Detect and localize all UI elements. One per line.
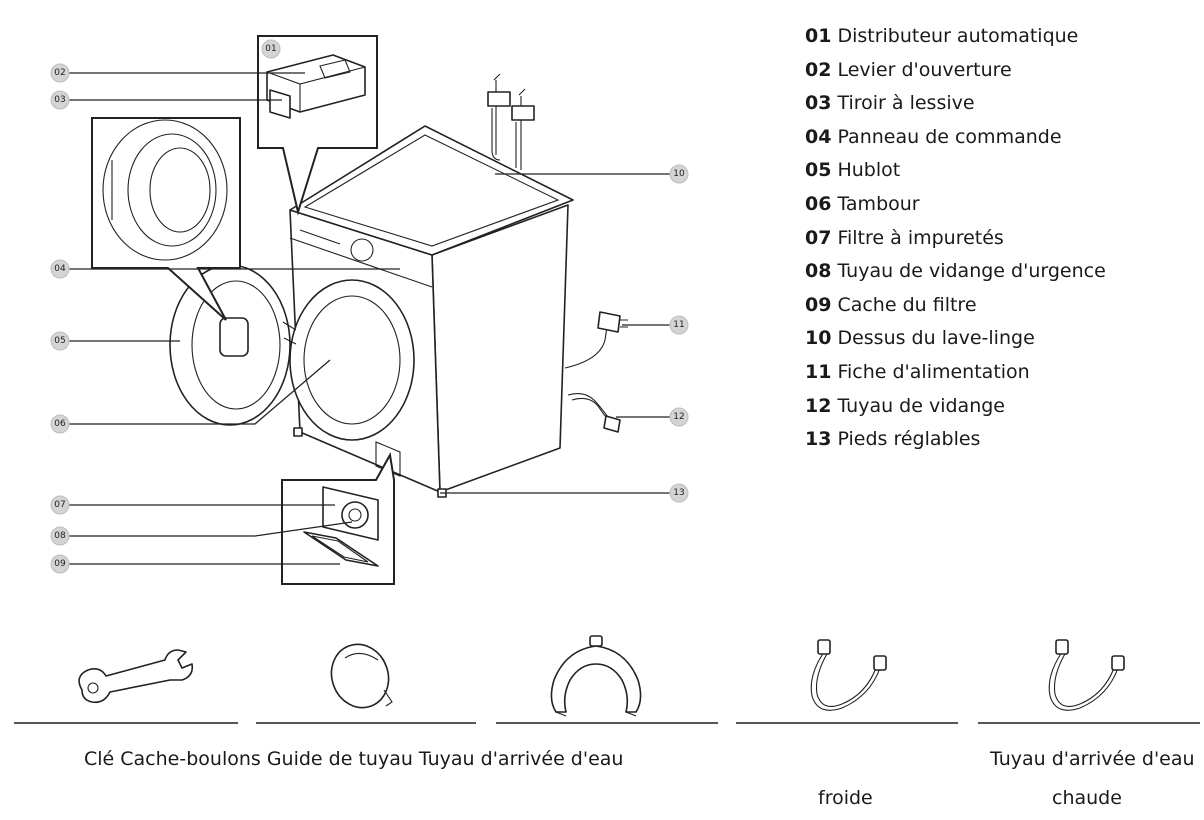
accessory-divider [736,722,958,724]
legend-label: Filtre à impuretés [837,226,1004,249]
callout-09: 09 [50,554,70,574]
legend-num: 10 [805,327,832,350]
legend-label: Tuyau de vidange [837,394,1005,417]
callout-01-text: 01 [265,44,276,54]
legend-label: Panneau de commande [837,125,1062,148]
legend-num: 02 [805,58,832,81]
callout-07-text: 07 [54,500,65,510]
callout-05-text: 05 [54,336,65,346]
legend-num: 07 [805,226,832,249]
callout-06: 06 [50,414,70,434]
open-door [169,264,297,426]
callout-08: 08 [50,526,70,546]
callout-04: 04 [50,259,70,279]
bolt-cap-drawing [330,643,393,709]
zoom-box-filter [281,452,395,585]
legend-label: Dessus du lave-linge [837,327,1035,350]
callout-01: 01 [261,39,281,59]
wrench-drawing [78,649,194,704]
legend-num: 11 [805,360,832,383]
accessory-caption-hot-1: Tuyau d'arrivée d'eau [990,748,1195,770]
callout-12: 12 [669,407,689,427]
legend-label: Distributeur automatique [837,25,1079,47]
accessory-caption-line: Clé Cache-boulons Guide de tuyau Tuyau d… [84,748,624,770]
accessory-divider [978,722,1200,724]
callout-04-text: 04 [54,264,66,274]
power-plug [564,311,628,369]
legend-label: Cache du filtre [837,293,977,316]
callout-03-text: 03 [54,95,65,105]
legend-num: 08 [805,260,832,283]
legend-num: 04 [805,125,832,148]
callout-10: 10 [669,164,689,184]
accessory-divider [14,722,238,724]
legend-label: Pieds réglables [837,428,981,451]
callout-13: 13 [669,483,689,503]
legend-num: 09 [805,293,832,316]
cold-inlet-hose-drawing [810,639,887,711]
callout-10-text: 10 [673,169,685,179]
hot-inlet-hose-drawing [1048,639,1125,711]
accessory-divider [496,722,718,724]
zoom-box-dispenser [257,35,378,216]
accessory-divider [256,722,476,724]
legend-num: 06 [805,192,832,215]
legend-num: 13 [805,428,832,451]
zoom-box-door [91,117,241,321]
water-taps [487,73,535,170]
legend-label: Tuyau de vidange d'urgence [837,260,1106,283]
legend-num: 05 [805,159,832,182]
callout-03: 03 [50,90,70,110]
callout-12-text: 12 [673,412,684,422]
callout-02-text: 02 [54,68,65,78]
legend-label: Tambour [837,192,920,215]
drain-hose [567,393,621,433]
callout-05: 05 [50,331,70,351]
legend-num: 01 [805,25,832,47]
leader-lines [62,72,677,565]
accessory-caption-cold: froide [818,787,873,809]
callout-08-text: 08 [54,531,66,541]
callout-11-text: 11 [673,320,684,330]
accessory-caption-hot-2: chaude [1052,787,1122,809]
legend-label: Hublot [837,159,901,182]
legend-label: Tiroir à lessive [837,92,975,115]
legend-num: 03 [805,92,832,115]
callout-06-text: 06 [54,419,66,429]
hose-guide-drawing [550,635,642,717]
callout-11: 11 [669,315,689,335]
washer-body [289,125,574,498]
callout-07: 07 [50,495,70,515]
legend-label: Fiche d'alimentation [837,360,1030,383]
callout-09-text: 09 [54,559,66,569]
legend-num: 12 [805,394,832,417]
callout-13-text: 13 [673,488,684,498]
callout-02: 02 [50,63,70,83]
legend-label: Levier d'ouverture [837,58,1012,81]
